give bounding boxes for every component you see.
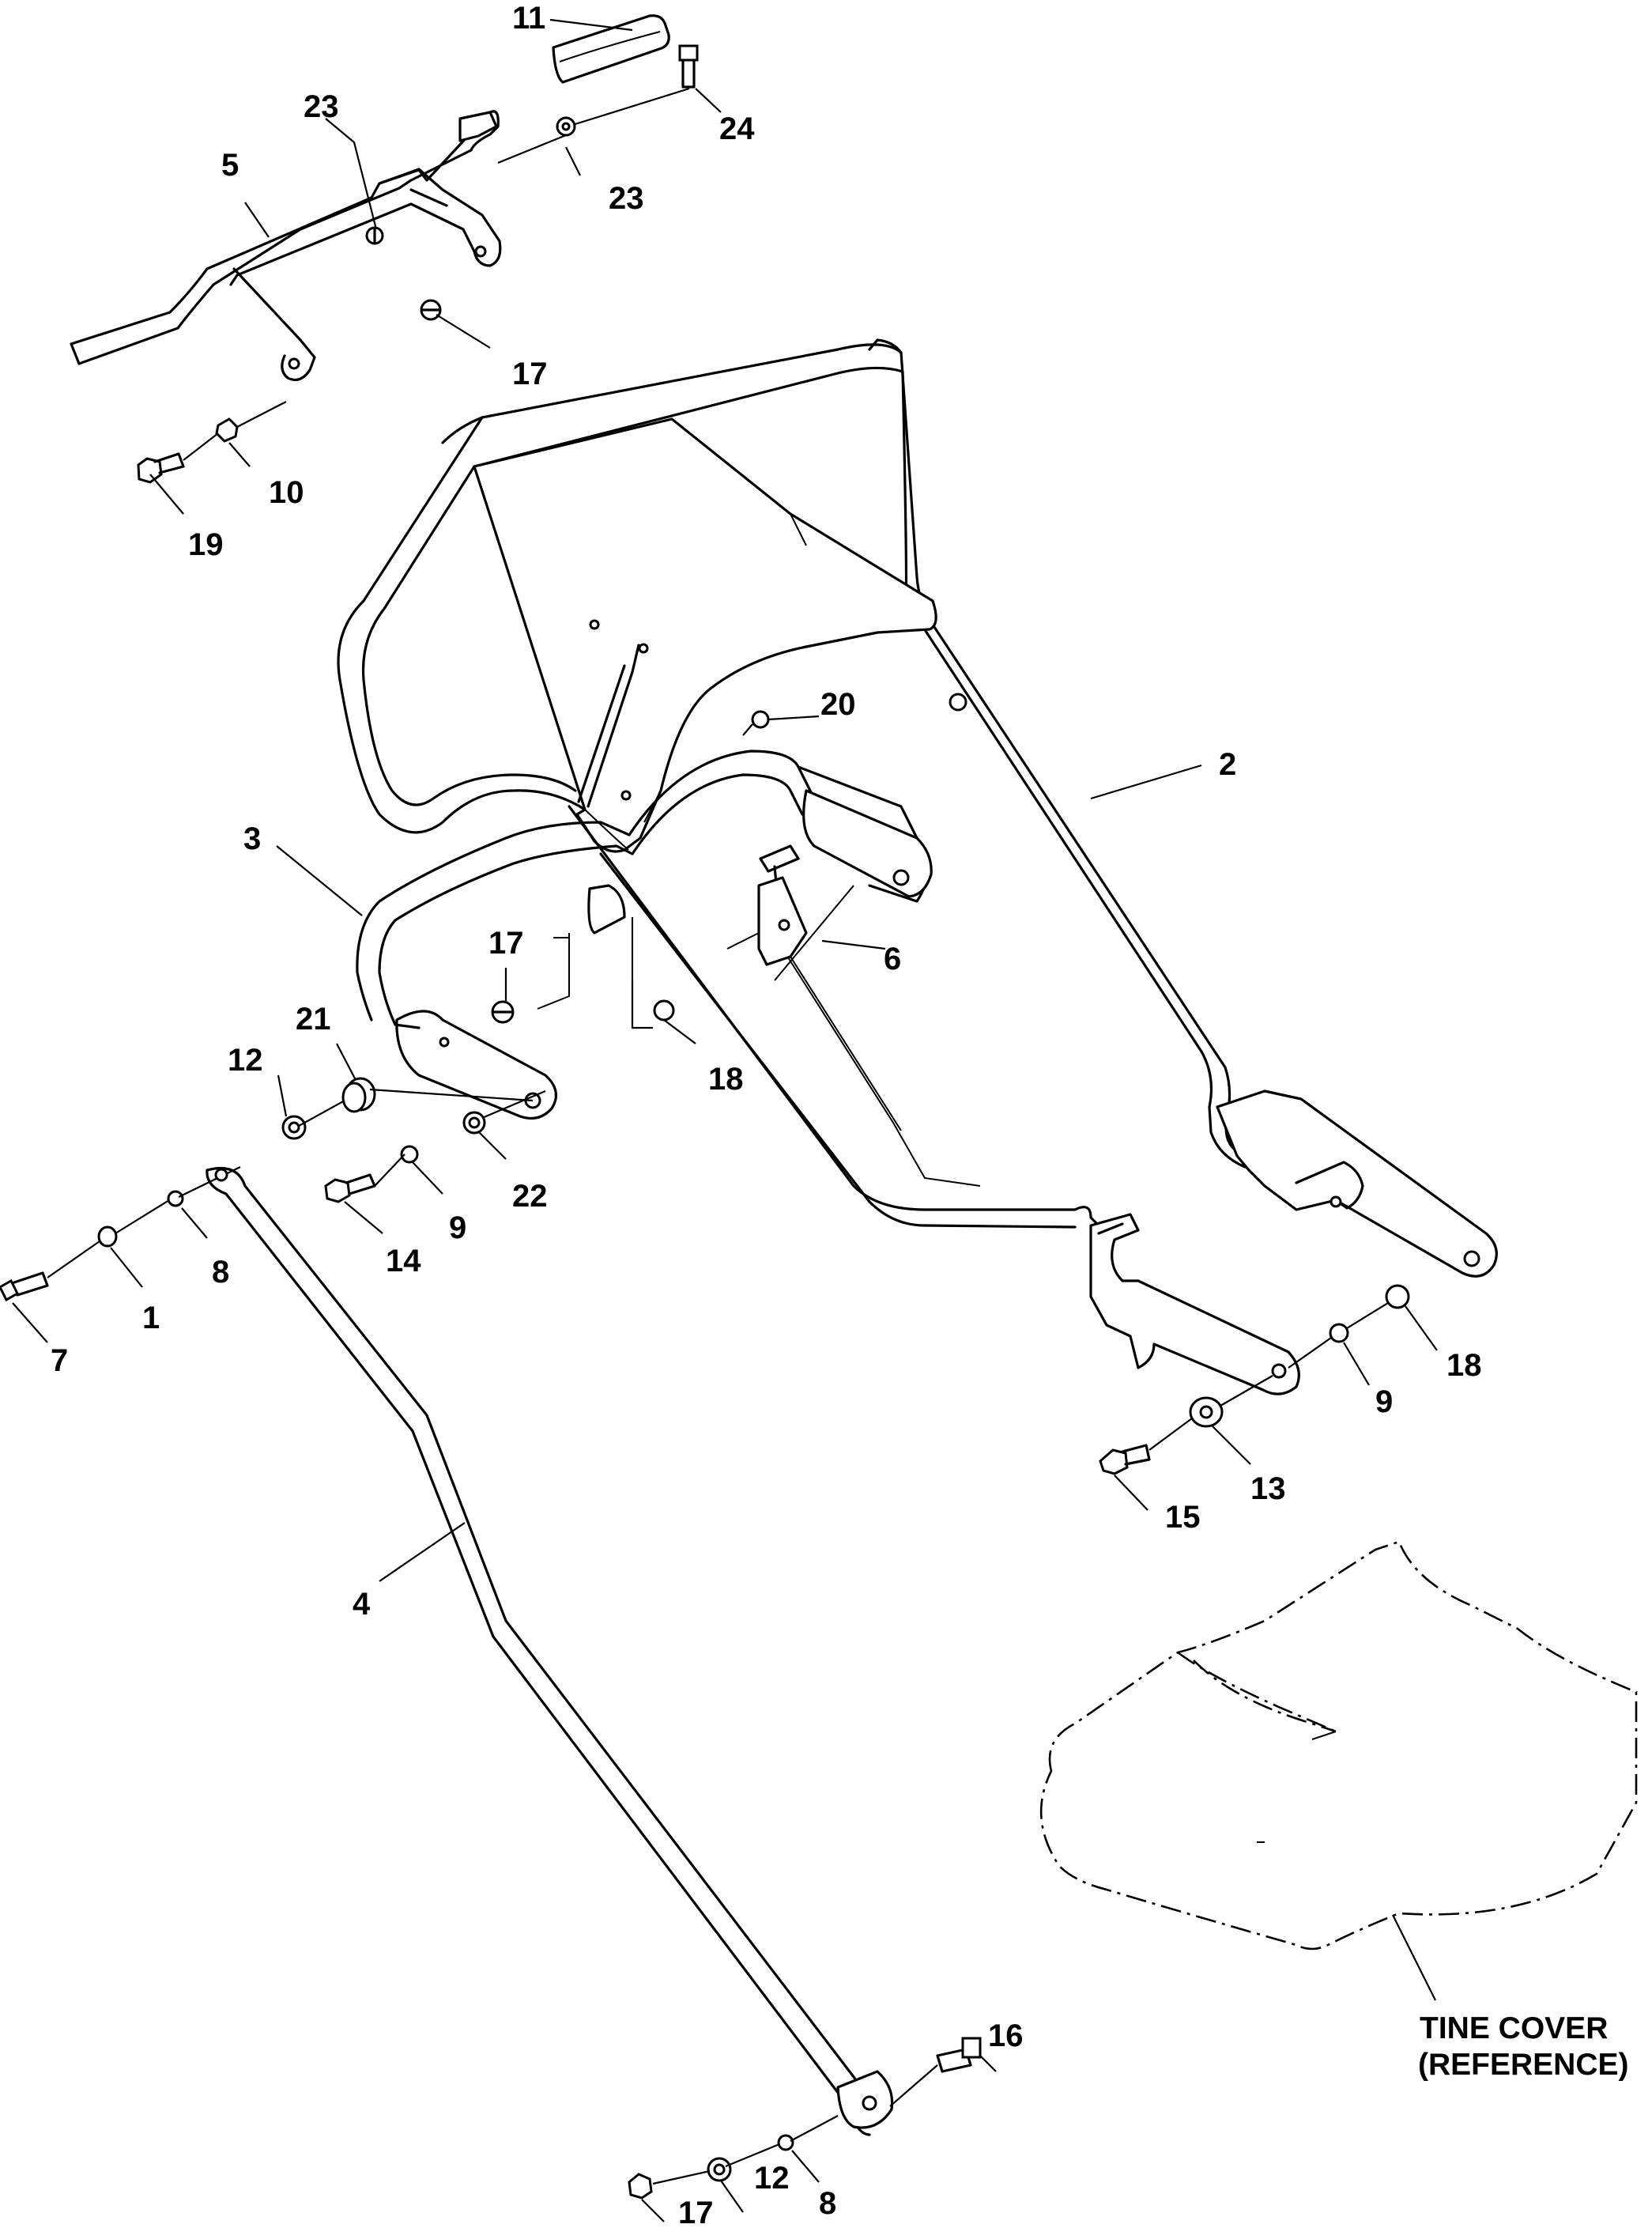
callout-15: 15 [1165, 1500, 1201, 1535]
bolt-part-7 [0, 1271, 49, 1302]
spacer-part-10 [215, 417, 239, 443]
lower-handle-part-4 [206, 1166, 894, 2136]
washer-part-23-right [556, 116, 576, 137]
callout-12-left: 12 [228, 1043, 263, 1078]
spacer-part-21 [341, 1077, 376, 1113]
washer-part-9-left [400, 1145, 419, 1164]
washer-part-13 [1189, 1396, 1224, 1428]
washer-part-8-lower [777, 2134, 794, 2151]
nut-part-18-mid [653, 999, 675, 1021]
nut-part-17-mid [491, 1000, 515, 1024]
mid-handle-part-3 [356, 750, 1108, 1235]
callout-13: 13 [1250, 1471, 1286, 1506]
nut-part-17-top [420, 299, 442, 321]
callout-17-lower: 17 [678, 2196, 714, 2228]
callout-9-left: 9 [449, 1210, 466, 1245]
upper-handle-part-2 [337, 338, 1498, 1278]
bolt-part-19 [137, 452, 185, 484]
callout-3: 3 [243, 821, 261, 856]
callout-8-left: 8 [212, 1255, 229, 1290]
callout-1: 1 [142, 1301, 160, 1335]
callout-14: 14 [386, 1244, 421, 1278]
nut-part-22 [462, 1111, 486, 1135]
callout-2: 2 [1219, 747, 1236, 782]
callout-21: 21 [296, 1002, 331, 1037]
callout-17-top: 17 [512, 357, 548, 391]
washer-part-8-left [167, 1190, 184, 1207]
bolt-part-24 [678, 44, 699, 89]
callout-17-mid: 17 [488, 926, 524, 961]
nut-part-17-lower [628, 2173, 653, 2200]
tine-cover-label: TINE COVER [1420, 2011, 1608, 2045]
callout-11: 11 [512, 1, 545, 36]
callout-16: 16 [988, 2018, 1024, 2053]
bracket-right-lower [1089, 1213, 1300, 1395]
callout-23-top: 23 [304, 89, 339, 124]
callout-12-lower: 12 [754, 2161, 790, 2196]
nut-part-18-right [1385, 1284, 1410, 1309]
callout-5: 5 [221, 148, 239, 183]
washer-part-9-right [1329, 1323, 1349, 1343]
callout-18-mid: 18 [708, 1062, 744, 1097]
reference-label: (REFERENCE) [1418, 2048, 1629, 2082]
tine-cover-reference [1039, 1540, 1638, 1950]
callout-19: 19 [188, 527, 224, 562]
callout-22: 22 [512, 1179, 548, 1214]
callout-24: 24 [719, 111, 755, 146]
washer-part-1 [97, 1225, 118, 1248]
callout-18-right: 18 [1446, 1348, 1482, 1383]
callout-8-lower: 8 [819, 2186, 836, 2221]
callout-10: 10 [269, 475, 304, 510]
callout-labels: 11 24 23 23 5 17 10 19 20 2 3 6 17 21 12… [51, 1, 1629, 2228]
callout-20: 20 [820, 687, 856, 722]
callout-23-right: 23 [609, 181, 644, 216]
callout-4: 4 [353, 1587, 371, 1622]
bolt-part-15 [1099, 1444, 1151, 1475]
throttle-control-part-6 [726, 844, 854, 981]
bolt-part-14 [324, 1173, 376, 1203]
callout-6: 6 [884, 942, 901, 976]
bolt-part-16 [936, 2037, 982, 2073]
grip-part-11 [552, 14, 670, 84]
nut-part-12-lower [707, 2157, 732, 2182]
nut-part-23-top [365, 226, 384, 245]
handle-bracket-part-5 [70, 110, 502, 381]
nut-part-12-left [281, 1115, 307, 1140]
callout-9-right: 9 [1375, 1384, 1393, 1419]
callout-7: 7 [51, 1343, 68, 1378]
screw-part-20 [751, 710, 770, 729]
